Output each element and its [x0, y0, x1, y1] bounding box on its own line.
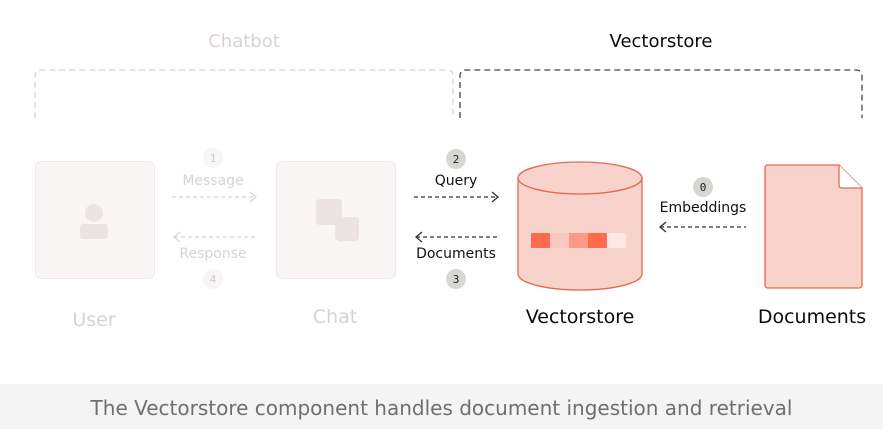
- query-edge-label: Query: [434, 173, 478, 189]
- embeddings-arrow: [658, 221, 746, 233]
- message-edge-label: Message: [182, 173, 244, 189]
- query-step-badge: 2: [446, 149, 466, 169]
- chatbot-group-label: Chatbot: [208, 31, 280, 52]
- user-icon: [80, 204, 108, 239]
- documents-edge-label: Documents: [416, 246, 496, 262]
- message-step-badge: 1: [203, 148, 223, 168]
- chatbot-bracket: [34, 69, 454, 118]
- response-edge-label: Response: [179, 246, 247, 262]
- documents-arrow: [414, 231, 500, 243]
- documents-node: [764, 164, 863, 289]
- query-arrow: [414, 191, 500, 203]
- chat-icon: [316, 199, 359, 242]
- embeddings-step-badge: 0: [693, 177, 713, 197]
- vectorstore-bracket: [459, 69, 863, 118]
- user-label: User: [72, 309, 116, 331]
- document-icon: [764, 164, 863, 289]
- chat-label: Chat: [312, 306, 358, 328]
- user-node: [35, 161, 155, 279]
- embedding-vector-icon: [531, 233, 626, 248]
- documents-step-badge: 3: [446, 269, 466, 289]
- group-brackets: [34, 69, 863, 118]
- vectorstore-node: [517, 161, 643, 291]
- documents-label: Documents: [757, 306, 867, 328]
- caption-bar: [0, 384, 883, 429]
- vectorstore-group-label: Vectorstore: [609, 31, 713, 52]
- caption: The Vectorstore component handles docume…: [90, 396, 793, 420]
- vectorstore-label: Vectorstore: [525, 306, 635, 328]
- chat-node: [276, 161, 396, 279]
- response-arrow: [172, 231, 258, 243]
- response-step-badge: 4: [203, 269, 223, 289]
- message-arrow: [172, 191, 258, 203]
- embeddings-edge-label: Embeddings: [659, 200, 747, 216]
